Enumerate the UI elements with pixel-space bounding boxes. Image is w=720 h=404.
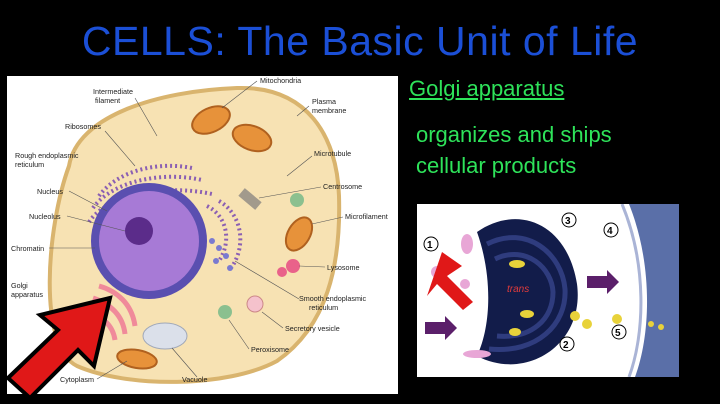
description-line-1: organizes and ships — [416, 122, 612, 147]
svg-text:5: 5 — [615, 328, 621, 339]
svg-text:reticulum: reticulum — [15, 160, 44, 169]
mitochondria-shape — [116, 105, 314, 370]
svg-text:4: 4 — [607, 226, 613, 237]
svg-text:Chromatin: Chromatin — [11, 244, 44, 253]
cell-diagram-panel: Intermediate filament Mitochondria Plasm… — [7, 76, 398, 394]
svg-text:Mitochondria: Mitochondria — [260, 76, 301, 85]
organelle-description: organizes and ships cellular products — [416, 119, 716, 181]
svg-text:Microtubule: Microtubule — [314, 149, 351, 158]
centrosome-shape — [238, 188, 262, 210]
svg-text:Peroxisome: Peroxisome — [251, 345, 289, 354]
svg-text:Golgi: Golgi — [11, 281, 28, 290]
slide-title: CELLS: The Basic Unit of Life — [81, 18, 639, 64]
smooth-er-shape — [209, 238, 233, 271]
svg-text:Intermediate: Intermediate — [93, 87, 133, 96]
svg-text:Ribosomes: Ribosomes — [65, 122, 101, 131]
svg-text:Nucleus: Nucleus — [37, 187, 63, 196]
callouts: 1 2 3 4 5 — [423, 212, 627, 352]
svg-text:Cytoplasm: Cytoplasm — [60, 375, 94, 384]
svg-text:Plasma: Plasma — [312, 97, 336, 106]
cell-membrane-shape — [629, 204, 679, 377]
vesicle-shapes — [509, 260, 664, 336]
svg-text:Nucleolus: Nucleolus — [29, 212, 61, 221]
cell-labels: Intermediate filament Mitochondria Plasm… — [11, 76, 388, 384]
organelle-heading: Golgi apparatus — [409, 76, 565, 101]
svg-text:2: 2 — [563, 340, 569, 351]
golgi-diagram: trans 1 2 3 4 5 — [423, 204, 679, 377]
svg-text:membrane: membrane — [312, 106, 346, 115]
svg-text:reticulum: reticulum — [309, 303, 338, 312]
trans-label: trans — [507, 284, 529, 295]
nucleolus-shape — [125, 217, 153, 245]
golgi-diagram-panel: trans 1 2 3 4 5 — [417, 204, 679, 377]
cell-diagram: Intermediate filament Mitochondria Plasm… — [11, 76, 388, 384]
svg-text:Smooth endoplasmic: Smooth endoplasmic — [299, 294, 367, 303]
svg-text:3: 3 — [565, 216, 571, 227]
purple-arrow-left-icon — [425, 316, 457, 340]
svg-text:filament: filament — [95, 96, 120, 105]
svg-text:Secretory vesicle: Secretory vesicle — [285, 324, 340, 333]
purple-arrow-right-icon — [587, 270, 619, 294]
label-leader-lines — [49, 80, 344, 380]
svg-text:apparatus: apparatus — [11, 290, 43, 299]
red-arrow-icon — [427, 252, 473, 310]
vacuole-shape — [142, 322, 188, 350]
svg-text:Lysosome: Lysosome — [327, 263, 360, 272]
svg-text:Vacuole: Vacuole — [182, 375, 207, 384]
red-pointer-arrow-icon — [5, 295, 113, 401]
svg-text:Centrosome: Centrosome — [323, 182, 362, 191]
svg-text:Rough endoplasmic: Rough endoplasmic — [15, 151, 79, 160]
svg-text:Microfilament: Microfilament — [345, 212, 388, 221]
description-line-2: cellular products — [416, 153, 577, 178]
svg-text:1: 1 — [427, 240, 433, 251]
